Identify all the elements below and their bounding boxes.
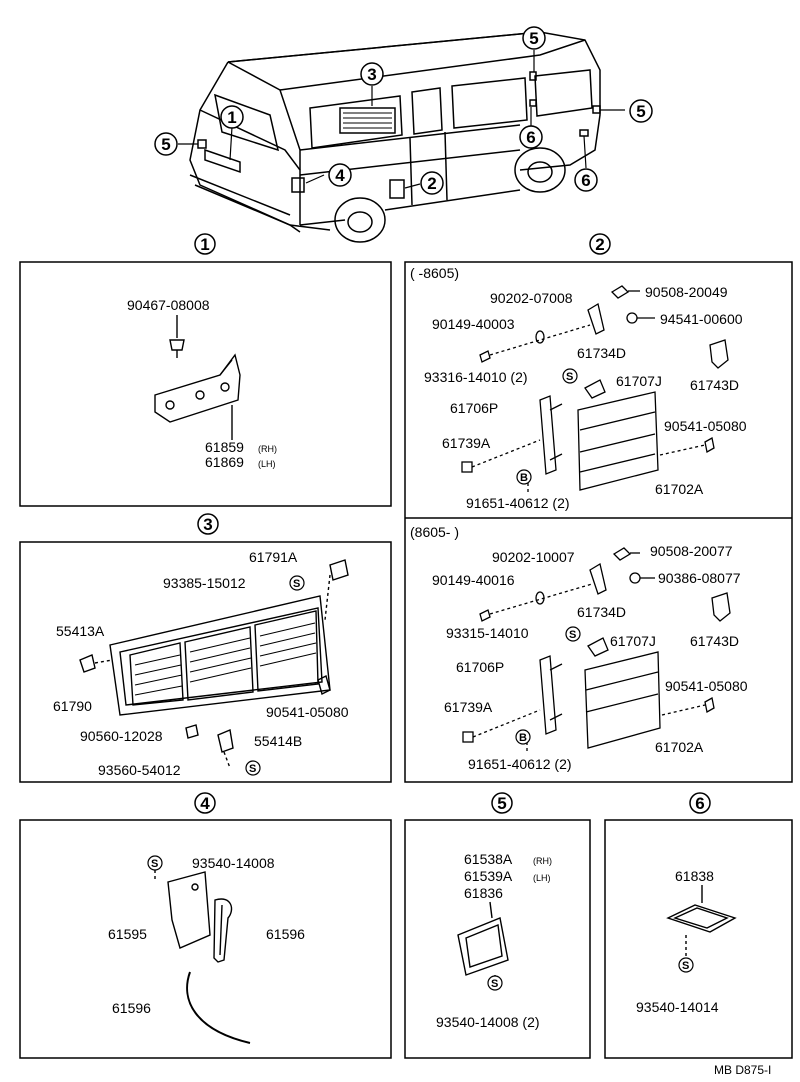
panel5-61836: 61836 [464,885,503,901]
panel5-61538a-suffix: (RH) [533,856,552,866]
panel3-s-symbol-top: S [293,578,300,590]
panel5-61538a: 61538A [464,851,513,867]
panel2a-90149: 90149-40003 [432,316,515,332]
panel2a-94541: 94541-00600 [660,311,743,327]
panel1-cover-lh-suffix: (LH) [258,459,276,469]
panel2a-61743d: 61743D [690,377,739,393]
panel2b-93315: 93315-14010 [446,625,529,641]
panel2b-90508: 90508-20077 [650,543,733,559]
panel5-frame [404,819,591,1059]
callout-5-top: 5 [529,29,538,48]
panel4-93540: 93540-14008 [192,855,275,871]
panel2a-90508: 90508-20049 [645,284,728,300]
panel4-61596-right: 61596 [266,926,305,942]
callout-5-left: 5 [161,135,170,154]
callout-1: 1 [227,108,236,127]
panel3-parts [79,559,349,769]
panel2a-61739a: 61739A [442,435,491,451]
panel2b-90386: 90386-08077 [658,570,741,586]
callout-3: 3 [367,65,376,84]
panel6-number: 6 [695,794,704,813]
panel3-55413a: 55413A [56,623,105,639]
panel2a-61707j: 61707J [616,373,662,389]
panel5-number: 5 [497,794,506,813]
panel3-93560: 93560-54012 [98,762,181,778]
panel4-s-symbol: S [151,858,158,870]
panel2a-61702a: 61702A [655,481,704,497]
panel4-number: 4 [200,794,210,813]
callout-5-right: 5 [636,102,645,121]
panel1-number: 1 [200,235,209,254]
panel5-parts [457,901,509,985]
panel2a-61734d: 61734D [577,345,626,361]
panel2a-b-symbol: B [520,472,528,484]
panel3-61790: 61790 [53,698,92,714]
panel1-cover-rh: 61859 [205,439,244,455]
panel2b-s-symbol: S [569,629,576,641]
panel2b-parts [462,547,731,752]
panel1-frame [19,261,392,507]
panel4-frame [19,819,392,1059]
panel1-bolt-label: 90467-08008 [127,297,210,313]
panel6-parts [666,885,737,957]
panel3-frame [19,541,392,783]
callout-4: 4 [335,166,345,185]
panel3-93385: 93385-15012 [163,575,246,591]
callout-6-right: 6 [581,171,590,190]
panel2b-90202: 90202-10007 [492,549,575,565]
panel2b-90149: 90149-40016 [432,572,515,588]
panel2b-b-symbol: B [519,732,527,744]
panel2a-parts [461,285,729,495]
panel2a-61706p: 61706P [450,400,498,416]
panel5-s-symbol: S [491,978,498,990]
panel2a-93316: 93316-14010 (2) [424,369,528,385]
panel4-61596-bottom: 61596 [112,1000,151,1016]
panel5-61539a-suffix: (LH) [533,873,551,883]
panel6-frame [604,819,793,1059]
panel2a-date-range: ( -8605) [410,265,459,281]
panel2a-90202: 90202-07008 [490,290,573,306]
panel1-cover-rh-suffix: (RH) [258,444,277,454]
panel1-cover-lh: 61869 [205,454,244,470]
panel6-93540: 93540-14014 [636,999,719,1015]
panel2b-61702a: 61702A [655,739,704,755]
panel3-90541: 90541-05080 [266,704,349,720]
van-callouts [178,50,625,189]
panel3-number: 3 [203,515,212,534]
panel3-61791a: 61791A [249,549,298,565]
callout-2: 2 [427,174,436,193]
panel2b-61734d: 61734D [577,604,626,620]
panel1-parts [154,315,241,440]
panel2-number: 2 [595,235,604,254]
callout-circles [154,26,653,195]
diagram-code: MB D875-I [714,1063,771,1077]
panel6-s-symbol: S [682,960,689,972]
panel2b-date-range: (8605- ) [410,524,459,540]
callout-6-mid: 6 [526,128,535,147]
callout-labels: 5 1 3 4 2 5 6 5 6 [161,29,645,193]
van-illustration [189,31,601,243]
panel2b-61739a: 61739A [444,699,493,715]
panel6-61838: 61838 [675,868,714,884]
panel5-93540: 93540-14008 (2) [436,1014,540,1030]
panel2b-90541: 90541-05080 [665,678,748,694]
panel4-61595: 61595 [108,926,147,942]
panel2b-61743d: 61743D [690,633,739,649]
panel5-61539a: 61539A [464,868,513,884]
panel3-55414b: 55414B [254,733,302,749]
panel4-parts [154,870,251,1044]
panel2a-s-symbol: S [566,371,573,383]
panel3-90560: 90560-12028 [80,728,163,744]
panel2b-61707j: 61707J [610,633,656,649]
panel2a-91651: 91651-40612 (2) [466,495,570,511]
panel3-s-symbol-bottom: S [249,763,256,775]
panel2-frame [404,261,793,783]
panel2b-61706p: 61706P [456,659,504,675]
panel2b-91651: 91651-40612 (2) [468,756,572,772]
panel2a-90541: 90541-05080 [664,418,747,434]
